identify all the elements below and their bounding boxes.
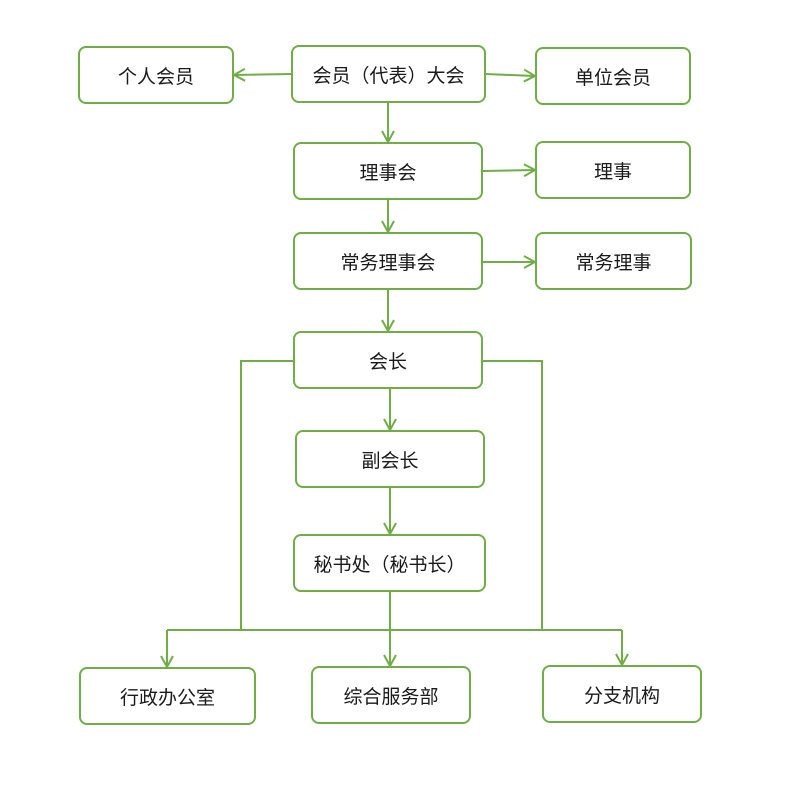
node-secretariat: 秘书处（秘书长）: [293, 534, 486, 592]
node-branches-label: 分支机构: [583, 684, 660, 707]
node-individual-members-label: 个人会员: [117, 65, 194, 88]
node-president: 会长: [293, 331, 483, 389]
node-assembly-label: 会员（代表）大会: [312, 64, 465, 87]
node-directors-label: 理事: [593, 160, 632, 183]
node-general-services: 综合服务部: [311, 666, 471, 724]
node-general-services-label: 综合服务部: [343, 685, 439, 708]
node-admin-office-label: 行政办公室: [119, 686, 215, 709]
node-vice-president-label: 副会长: [361, 449, 419, 472]
edge-assembly-individual: [234, 74, 292, 75]
node-unit-members-label: 单位会员: [574, 66, 651, 89]
edge-president-left-bracket: [240, 360, 293, 630]
node-admin-office: 行政办公室: [79, 667, 256, 725]
node-individual-members: 个人会员: [78, 46, 234, 104]
node-directors: 理事: [535, 141, 691, 199]
node-secretariat-label: 秘书处（秘书长）: [313, 553, 466, 576]
node-standing-directors-label: 常务理事: [575, 251, 652, 274]
node-president-label: 会长: [368, 350, 407, 373]
node-standing-council: 常务理事会: [293, 232, 483, 290]
node-unit-members: 单位会员: [535, 47, 691, 105]
node-assembly: 会员（代表）大会: [291, 45, 486, 103]
edge-assembly-unit: [485, 74, 535, 76]
node-council: 理事会: [293, 142, 483, 200]
edge-president-right-bracket: [483, 360, 543, 630]
node-council-label: 理事会: [359, 161, 417, 184]
node-standing-directors: 常务理事: [535, 232, 692, 290]
node-vice-president: 副会长: [295, 430, 485, 488]
edge-council-directors: [482, 170, 535, 171]
node-standing-council-label: 常务理事会: [340, 251, 436, 274]
node-branches: 分支机构: [542, 665, 702, 723]
